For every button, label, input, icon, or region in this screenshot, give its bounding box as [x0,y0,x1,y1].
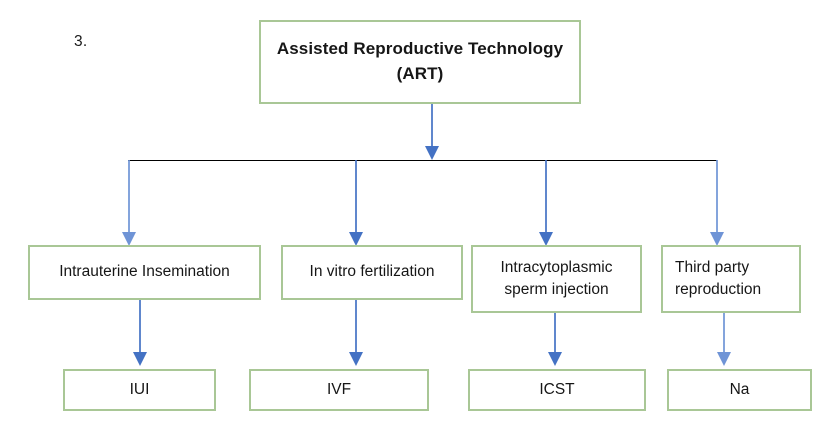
node-leaf-1[interactable]: IUI [63,369,216,411]
connector-bar-to-branch-3 [539,160,553,246]
node-branch-2[interactable]: In vitro fertilization [281,245,463,300]
node-leaf-2[interactable]: IVF [249,369,429,411]
connector-branch-4-to-leaf [717,313,731,366]
connector-root-to-bar [425,104,439,160]
node-art-root-line1: Assisted Reproductive Technology [276,39,564,59]
node-art-root-label: Assisted Reproductive Technology (ART) [277,37,563,86]
node-leaf-3[interactable]: ICST [468,369,646,411]
connector-branch-3-to-leaf [548,313,562,366]
node-art-root-line2: (ART) [396,64,444,83]
node-art-root[interactable]: Assisted Reproductive Technology (ART) [259,20,581,104]
node-branch-1[interactable]: Intrauterine Insemination [28,245,261,300]
node-leaf-4[interactable]: Na [667,369,812,411]
connector-bar-to-branch-1 [122,160,136,246]
list-number: 3. [74,33,88,50]
connector-bar-to-branch-2 [349,160,363,246]
connector-bar-to-branch-4 [710,160,724,246]
distribution-bar [128,160,717,161]
connector-branch-1-to-leaf [133,300,147,366]
node-branch-3[interactable]: Intracytoplasmic sperm injection [471,245,642,313]
node-branch-4[interactable]: Third party reproduction [661,245,801,313]
connector-branch-2-to-leaf [349,300,363,366]
